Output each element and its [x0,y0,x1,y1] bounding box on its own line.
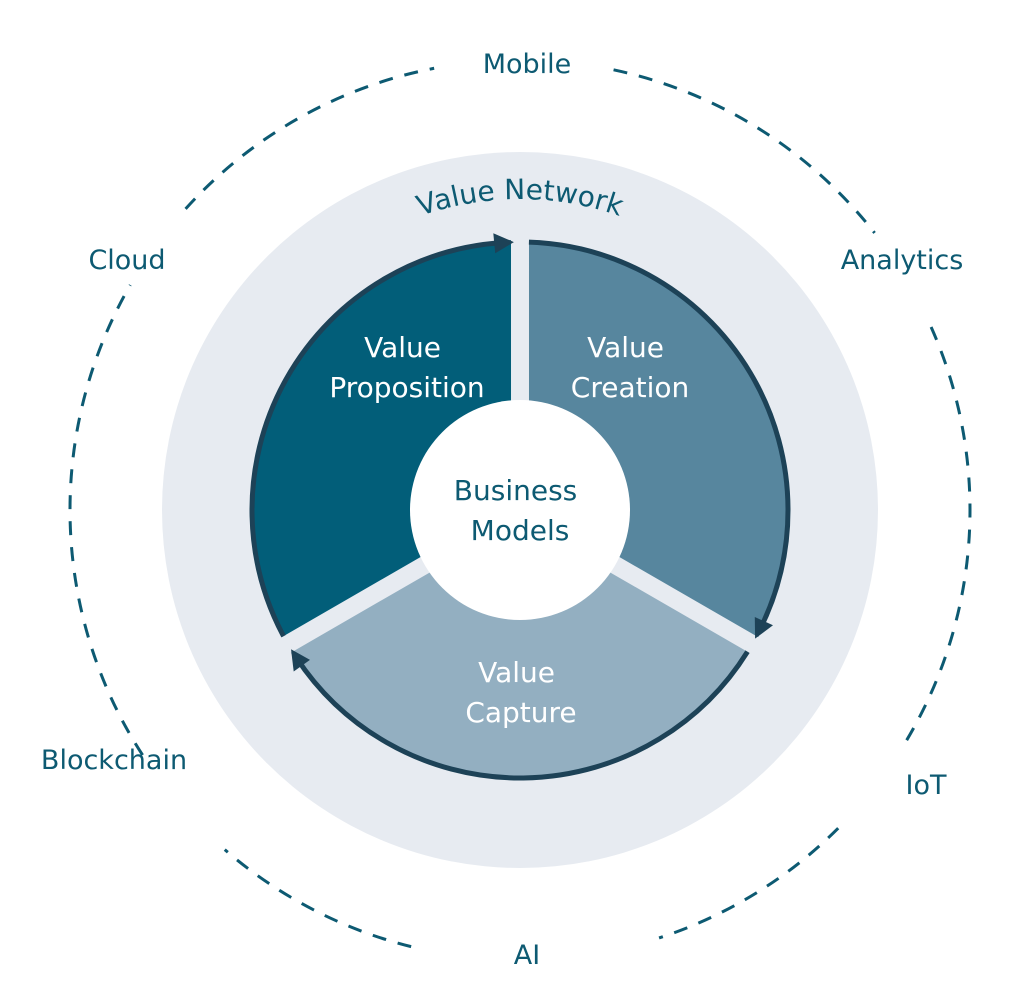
value-proposition-arrowhead-icon [493,233,514,254]
value-capture-flow-arc [294,650,750,781]
value-capture-arrowhead-icon [291,649,310,672]
value-proposition-flow-arc [249,239,505,638]
business-models-label: Business Models [454,474,586,547]
center-label-line-1: Business [454,474,577,507]
dashed-ring-arc [68,284,144,756]
business-models-center [410,400,630,620]
value-segments [249,233,791,781]
value-creation-flow-arc [528,239,791,632]
technology-label-ai: AI [514,940,540,971]
value-capture-label: Value Capture [465,656,576,729]
value-creation-label: Value Creation [571,331,689,404]
value-capture-label-line-2: Capture [465,696,576,729]
technology-label-cloud: Cloud [88,245,165,276]
center-label-line-2: Models [471,514,570,547]
technology-label-blockchain: Blockchain [41,745,187,776]
dashed-ring-arc [613,68,876,234]
dashed-ring-arc [223,848,412,949]
value-capture-segment [290,567,750,781]
dashed-ring-arc [900,326,972,750]
value-creation-label-line-2: Creation [571,371,689,404]
value-proposition-label: Value Proposition [329,331,484,404]
value-creation-arrowhead-icon [754,616,773,639]
dashed-ring-arc [658,827,840,940]
dashed-ring-arc [184,66,435,210]
value-proposition-label-line-1: Value [364,331,441,364]
technology-label-iot: IoT [906,770,947,801]
technology-dashed-ring [68,66,972,949]
value-proposition-label-line-2: Proposition [329,371,484,404]
value-creation-label-line-1: Value [587,331,664,364]
technology-label-mobile: Mobile [483,49,572,80]
technology-label-analytics: Analytics [841,245,964,276]
value-capture-label-line-1: Value [478,656,555,689]
